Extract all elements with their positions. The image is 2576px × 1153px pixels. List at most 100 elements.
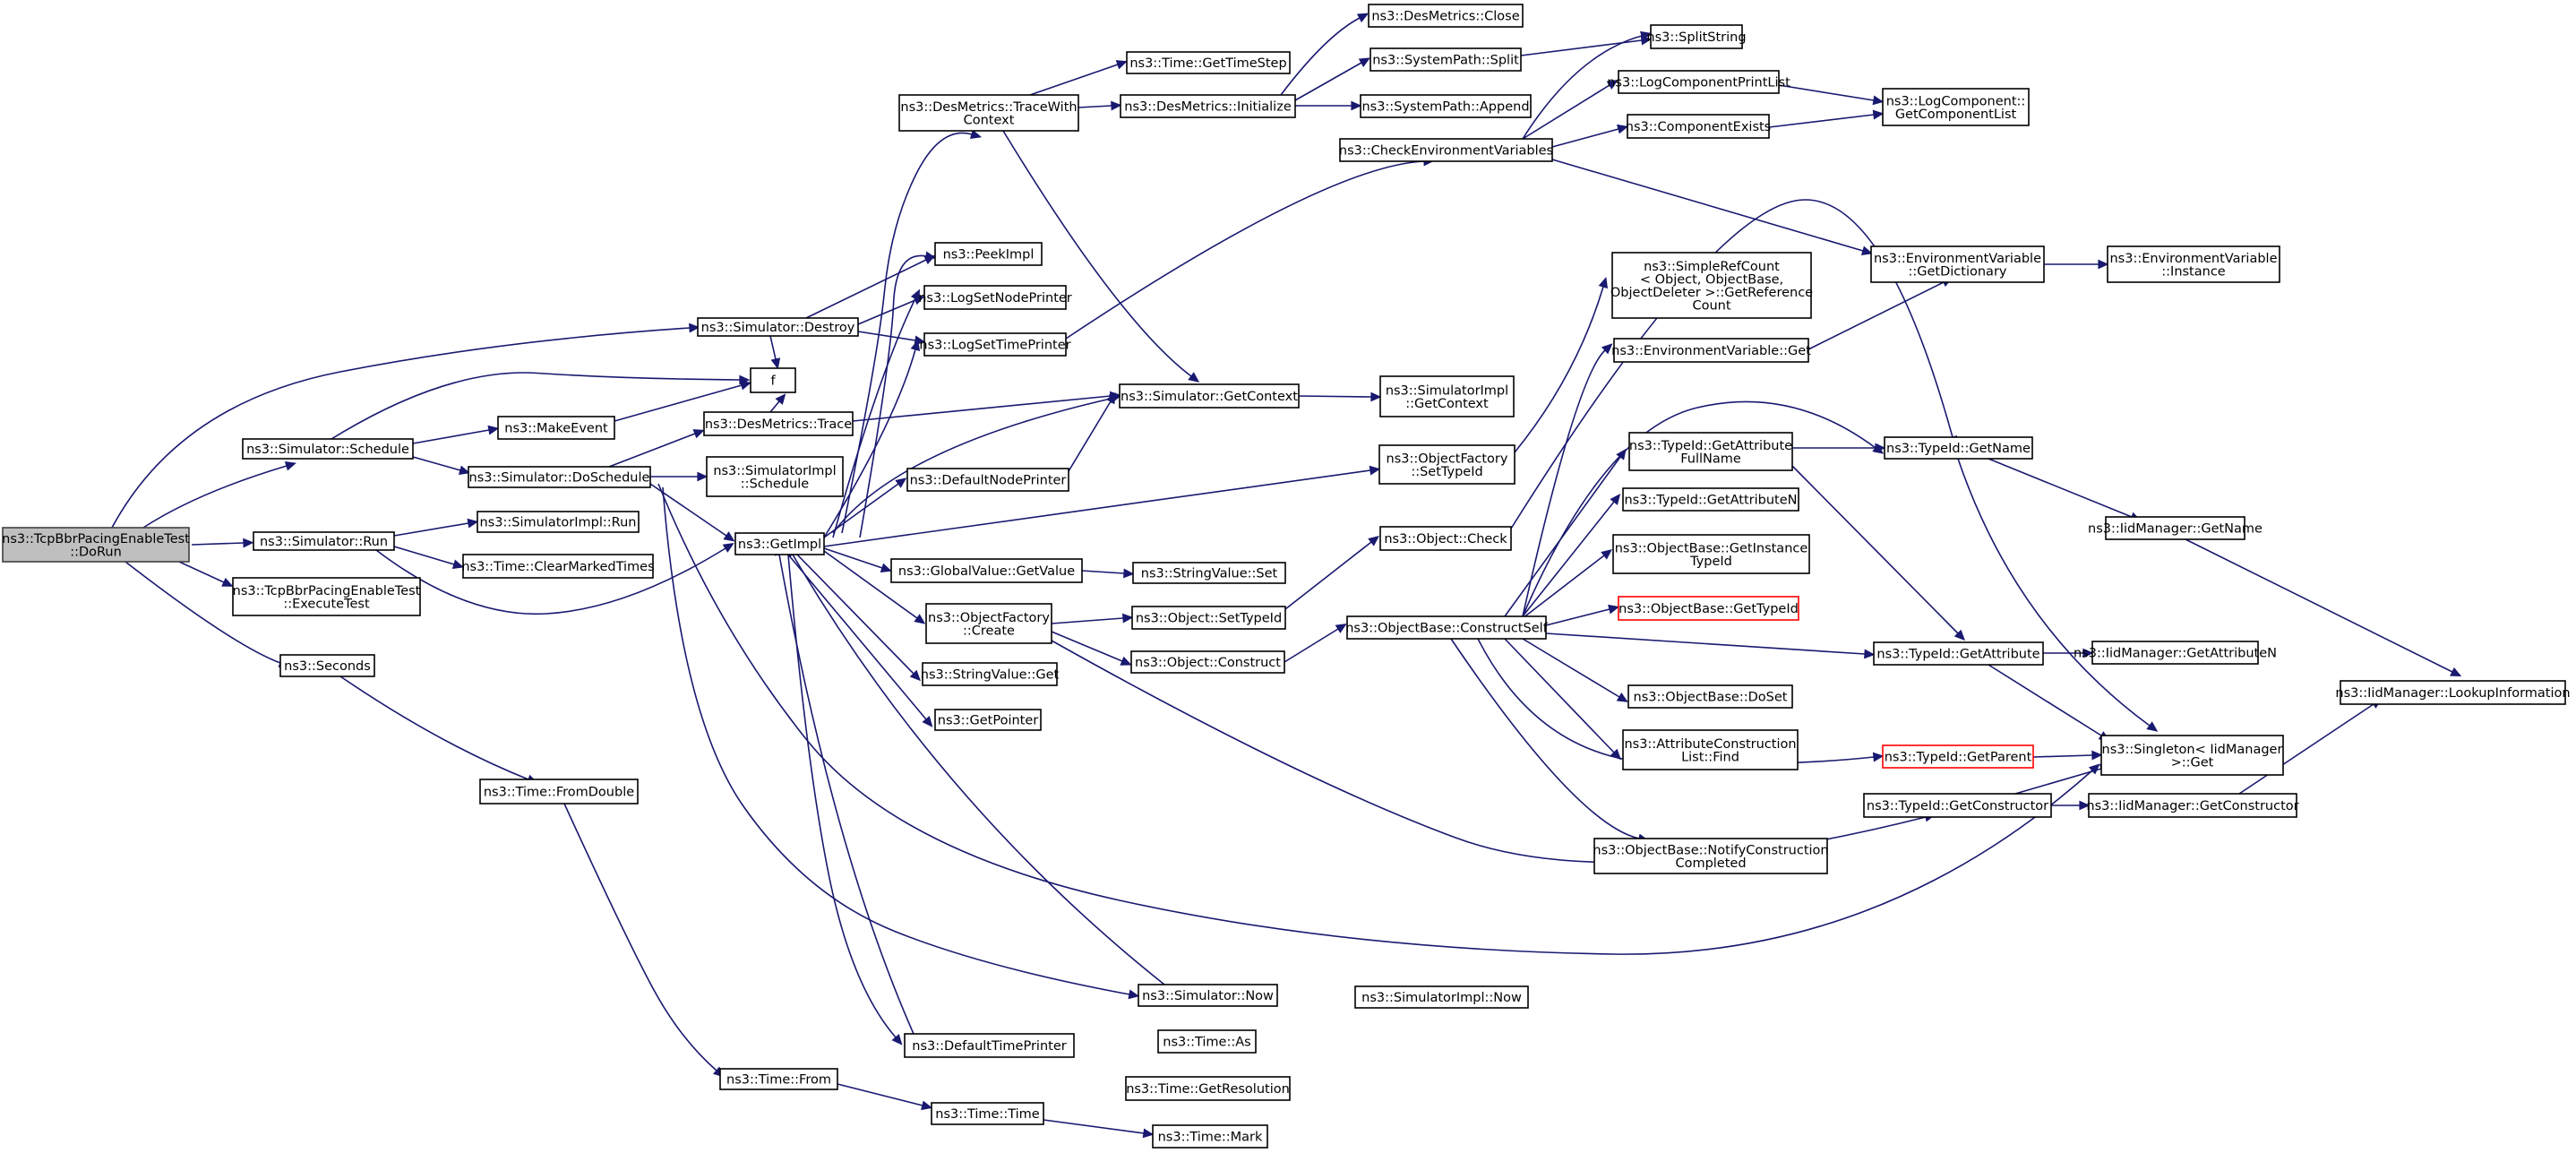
node-peekimpl[interactable]: ns3::PeekImpl: [934, 242, 1043, 266]
node-typeidgetattr[interactable]: ns3::TypeId::GetAttribute: [1873, 641, 2044, 666]
node-logtimeprinter[interactable]: ns3::LogSetTimePrinter: [919, 332, 1071, 357]
node-box: [477, 511, 640, 533]
node-objconstruct[interactable]: ns3::Object::Construct: [1130, 650, 1285, 674]
node-envgetdict[interactable]: ns3::EnvironmentVariable::GetDictionary: [1870, 245, 2045, 283]
node-dorun[interactable]: ns3::TcpBbrPacingEnableTest::DoRun: [2, 527, 190, 563]
node-objcheck[interactable]: ns3::Object::Check: [1379, 526, 1512, 551]
node-gettimestep[interactable]: ns3::Time::GetTimeStep: [1126, 51, 1291, 74]
node-label: ns3::SimpleRefCount: [1644, 260, 1780, 274]
node-objfactorysettypeid[interactable]: ns3::ObjectFactory::SetTypeId: [1378, 444, 1516, 485]
node-getcontext[interactable]: ns3::Simulator::GetContext: [1119, 383, 1300, 409]
node-box: [253, 531, 395, 551]
node-notifyconstruction[interactable]: ns3::ObjectBase::NotifyConstructionCompl…: [1593, 838, 1829, 874]
node-box: [1611, 252, 1812, 319]
node-getattrn[interactable]: ns3::TypeId::GetAttributeN: [1622, 487, 1799, 512]
node-splitstring[interactable]: ns3::SplitString: [1646, 24, 1747, 49]
edge-getimpl-to-defaulttimeprinter: [787, 554, 903, 1045]
edge-line: [1280, 17, 1361, 96]
edge-line: [614, 384, 743, 422]
node-typeidgetname[interactable]: ns3::TypeId::GetName: [1884, 436, 2033, 460]
edge-line: [1551, 128, 1619, 148]
node-clearmarked[interactable]: ns3::Time::ClearMarkedTimes: [461, 554, 655, 579]
edge-arrowhead: [243, 538, 254, 548]
node-f[interactable]: f: [750, 367, 796, 393]
node-schedule[interactable]: ns3::Simulator::Schedule: [242, 438, 414, 460]
node-logprintlist[interactable]: ns3::LogComponentPrintList: [1607, 70, 1790, 94]
node-envget[interactable]: ns3::EnvironmentVariable::Get: [1611, 338, 1811, 363]
node-globalvalueget[interactable]: ns3::GlobalValue::GetValue: [890, 558, 1083, 583]
node-objfactorycreate[interactable]: ns3::ObjectFactory::Create: [925, 603, 1052, 644]
edge-constructself-to-attrconstructfind: [1504, 638, 1621, 761]
edge-dorun-to-run: [191, 538, 254, 548]
node-run[interactable]: ns3::Simulator::Run: [253, 531, 395, 551]
node-label: < Object, ObjectBase,: [1640, 272, 1783, 287]
node-getimpl[interactable]: ns3::GetImpl: [734, 532, 825, 555]
node-timetime[interactable]: ns3::Time::Time: [931, 1102, 1044, 1125]
node-objsettypeid[interactable]: ns3::Object::SetTypeId: [1131, 606, 1286, 630]
node-box: [2091, 641, 2259, 665]
node-simimplschedule[interactable]: ns3::SimulatorImpl::Schedule: [706, 456, 844, 497]
edge-line: [142, 465, 288, 529]
node-desinit[interactable]: ns3::DesMetrics::Initialize: [1120, 94, 1296, 118]
node-envinstance[interactable]: ns3::EnvironmentVariable::Instance: [2107, 245, 2280, 283]
node-simimplgetcontext[interactable]: ns3::SimulatorImpl::GetContext: [1379, 375, 1515, 417]
node-iidgetattrn[interactable]: ns3::IidManager::GetAttributeN: [2074, 641, 2277, 665]
node-timemark[interactable]: ns3::Time::Mark: [1152, 1124, 1268, 1149]
node-timefrom[interactable]: ns3::Time::From: [719, 1068, 838, 1090]
node-simnow[interactable]: ns3::Simulator::Now: [1138, 984, 1278, 1007]
node-seconds[interactable]: ns3::Seconds: [279, 654, 375, 677]
edge-line: [1068, 400, 1112, 472]
node-box: [898, 94, 1079, 132]
node-lookupinfo[interactable]: ns3::IidManager::LookupInformation: [2335, 680, 2571, 705]
node-destroy[interactable]: ns3::Simulator::Destroy: [697, 317, 859, 337]
node-iidgetname[interactable]: ns3::IidManager::GetName: [2088, 516, 2263, 540]
node-getpointer[interactable]: ns3::GetPointer: [934, 709, 1042, 731]
node-timeas[interactable]: ns3::Time::As: [1157, 1029, 1257, 1054]
edge-arrowhead: [1370, 392, 1382, 402]
node-pathappend[interactable]: ns3::SystemPath::Append: [1360, 94, 1532, 118]
node-doset[interactable]: ns3::ObjectBase::DoSet: [1627, 684, 1793, 709]
node-defaultnodeprinter[interactable]: ns3::DefaultNodePrinter: [906, 468, 1069, 492]
node-makeevent[interactable]: ns3::MakeEvent: [497, 416, 615, 440]
edge-line: [2238, 703, 2374, 795]
node-getresolution[interactable]: ns3::Time::GetResolution: [1125, 1076, 1291, 1101]
node-stringvalueset[interactable]: ns3::StringValue::Set: [1132, 562, 1286, 584]
node-objbasegettypeid[interactable]: ns3::ObjectBase::GetTypeId: [1618, 596, 1799, 621]
node-box: [904, 1033, 1075, 1058]
edge-envget-to-envgetdict: [1807, 277, 1953, 350]
node-simimplnow[interactable]: ns3::SimulatorImpl::Now: [1354, 985, 1529, 1009]
node-simplerefcount[interactable]: ns3::SimpleRefCount< Object, ObjectBase,…: [1610, 252, 1813, 319]
node-pathsplit[interactable]: ns3::SystemPath::Split: [1370, 47, 1522, 72]
node-iidgetconstructor[interactable]: ns3::IidManager::GetConstructor: [2086, 793, 2299, 818]
node-fromdouble[interactable]: ns3::Time::FromDouble: [479, 779, 639, 805]
edge-arrowhead: [1872, 752, 1885, 762]
node-singletonget[interactable]: ns3::Singleton< IidManager>::Get: [2100, 735, 2284, 776]
node-checkenv[interactable]: ns3::CheckEnvironmentVariables: [1339, 138, 1553, 162]
node-box: [1612, 534, 1810, 574]
node-compexists[interactable]: ns3::ComponentExists: [1626, 114, 1772, 139]
edge-getimpl-to-tracewithcontext: [841, 129, 983, 534]
edge-getimpl-to-stringvalueget: [796, 554, 922, 682]
node-constructself[interactable]: ns3::ObjectBase::ConstructSelf: [1345, 615, 1549, 640]
node-typeidgetparent[interactable]: ns3::TypeId::GetParent: [1882, 744, 2034, 769]
node-getcomplist[interactable]: ns3::LogComponent::GetComponentList: [1882, 88, 2030, 126]
edge-line: [1988, 458, 2133, 518]
node-lognodeprinter[interactable]: ns3::LogSetNodePrinter: [918, 285, 1072, 310]
node-typeidgetconstructor[interactable]: ns3::TypeId::GetConstructor: [1863, 793, 2052, 818]
edge-line: [1078, 105, 1112, 108]
node-stringvalueget[interactable]: ns3::StringValue::Get: [921, 662, 1060, 686]
node-doschedule[interactable]: ns3::Simulator::DoSchedule: [468, 466, 651, 488]
node-defaulttimeprinter[interactable]: ns3::DefaultTimePrinter: [904, 1033, 1075, 1058]
node-simimplrun[interactable]: ns3::SimulatorImpl::Run: [477, 511, 640, 533]
node-label: ns3::Time::From: [726, 1073, 831, 1088]
node-desclose[interactable]: ns3::DesMetrics::Close: [1368, 4, 1524, 28]
edge-line: [805, 259, 927, 319]
node-desmetricstrace[interactable]: ns3::DesMetrics::Trace: [703, 411, 854, 436]
edge-arrowhead: [1115, 60, 1128, 70]
edge-line: [1284, 541, 1372, 610]
node-executetest[interactable]: ns3::TcpBbrPacingEnableTest::ExecuteTest: [232, 577, 421, 616]
